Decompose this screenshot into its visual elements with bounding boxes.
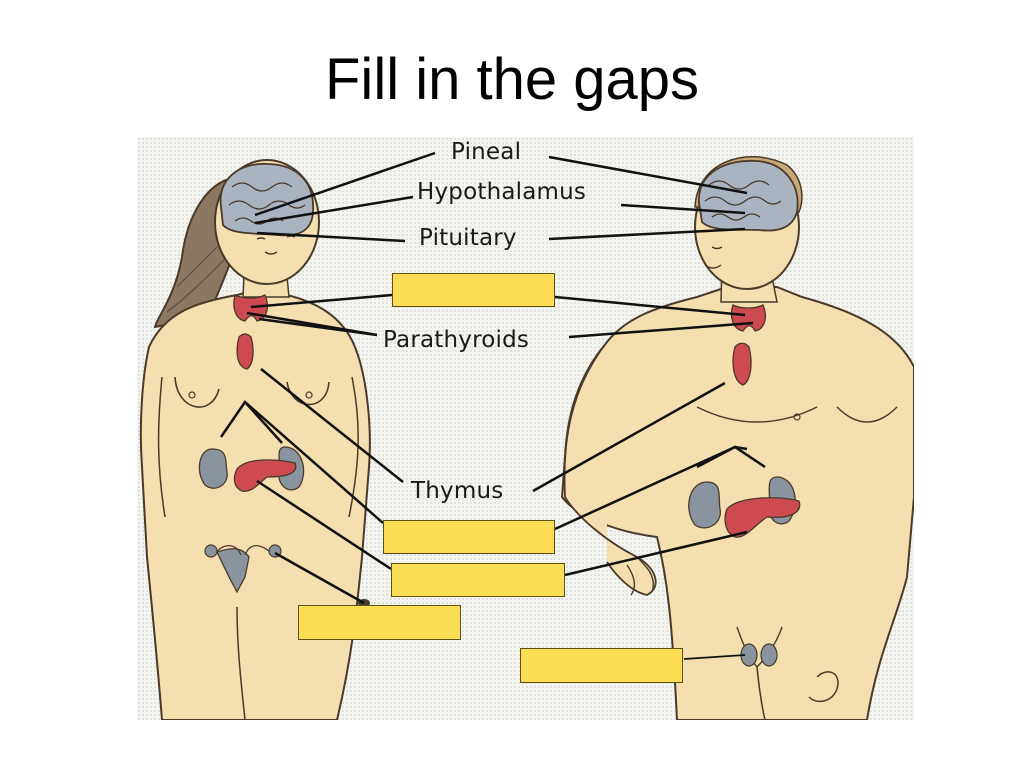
endocrine-illustration bbox=[139, 151, 914, 720]
male-testis-right bbox=[760, 643, 778, 667]
female-nipple-left bbox=[188, 391, 196, 399]
leader-parathyroids-male bbox=[568, 321, 754, 339]
leader-pineal-female bbox=[254, 151, 436, 217]
female-thymus bbox=[236, 333, 254, 370]
leader-pineal-male bbox=[548, 155, 748, 195]
male-kidney-left bbox=[688, 481, 721, 529]
female-brain-folds bbox=[228, 182, 306, 225]
leader-blank5-male bbox=[683, 654, 746, 660]
female-body bbox=[139, 285, 371, 720]
endocrine-diagram: Pineal Hypothalamus Pituitary Parathyroi… bbox=[137, 137, 914, 720]
leader-lines bbox=[219, 151, 766, 660]
male-arm bbox=[563, 341, 657, 596]
blank-box-4[interactable] bbox=[298, 605, 461, 640]
leader-hypothalamus-male bbox=[620, 203, 746, 215]
male-thymus bbox=[732, 342, 752, 386]
male-leg-line bbox=[756, 666, 766, 720]
female-fallopian bbox=[216, 545, 270, 556]
blank-box-3[interactable] bbox=[391, 563, 565, 597]
leader-thymus-male bbox=[532, 381, 726, 493]
male-brain bbox=[698, 159, 799, 232]
female-pancreas bbox=[233, 459, 297, 492]
male-chest bbox=[696, 406, 898, 423]
female-uterus bbox=[216, 548, 250, 594]
blank-box-2[interactable] bbox=[383, 520, 555, 554]
leader-blank4-female bbox=[274, 551, 365, 605]
male-pancreas bbox=[724, 497, 801, 538]
leader-parathyroids-female-b bbox=[258, 317, 378, 337]
female-kidney-left bbox=[198, 448, 228, 489]
blank-box-5[interactable] bbox=[520, 648, 683, 683]
male-right-hand bbox=[808, 671, 839, 703]
label-thymus: Thymus bbox=[411, 478, 504, 504]
leader-thymus-female bbox=[260, 368, 404, 483]
male-figure bbox=[560, 156, 914, 720]
leader-blank2-male-fork bbox=[696, 445, 766, 469]
male-nipple bbox=[793, 413, 801, 421]
female-ovary-left bbox=[204, 544, 218, 558]
leader-blank1-male bbox=[554, 295, 746, 317]
label-parathyroids: Parathyroids bbox=[383, 327, 530, 353]
leader-pituitary-male bbox=[548, 227, 746, 241]
label-hypothalamus: Hypothalamus bbox=[417, 179, 587, 205]
leader-blank1-female bbox=[250, 293, 393, 309]
male-hand bbox=[626, 556, 654, 596]
male-brain-folds bbox=[704, 180, 782, 221]
label-pineal: Pineal bbox=[451, 139, 522, 165]
female-legs bbox=[236, 606, 246, 720]
leader-blank3-female bbox=[256, 479, 392, 571]
female-nipple-right bbox=[305, 391, 313, 399]
leader-pituitary-female bbox=[256, 231, 406, 243]
blank-box-1[interactable] bbox=[392, 273, 555, 307]
label-pituitary: Pituitary bbox=[419, 225, 517, 251]
leader-hypothalamus-female bbox=[254, 195, 414, 225]
leader-blank2-female-fork bbox=[244, 401, 283, 444]
page-title: Fill in the gaps bbox=[325, 47, 699, 112]
male-face-features bbox=[704, 246, 723, 269]
leader-blank3-male bbox=[564, 530, 748, 577]
